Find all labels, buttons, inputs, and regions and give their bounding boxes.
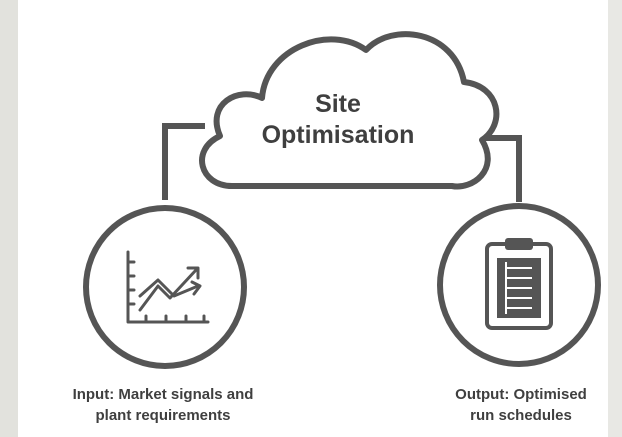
- input-caption-line2: plant requirements: [95, 407, 230, 424]
- input-caption-line1: Input: Market signals and: [73, 386, 254, 403]
- cloud-shape: [199, 31, 500, 190]
- clipboard-list-icon: [485, 238, 553, 330]
- output-caption-line2: run schedules: [470, 407, 572, 424]
- left-connector: [162, 123, 205, 200]
- cloud-title-line1: Site: [315, 90, 361, 118]
- output-caption-line1: Output: Optimised: [455, 386, 587, 403]
- left-margin-strip: [0, 0, 18, 437]
- cloud-title-line2: Optimisation: [262, 121, 415, 149]
- chart-trend-icon: [126, 250, 210, 324]
- input-node: [83, 205, 247, 369]
- output-node: [437, 203, 601, 367]
